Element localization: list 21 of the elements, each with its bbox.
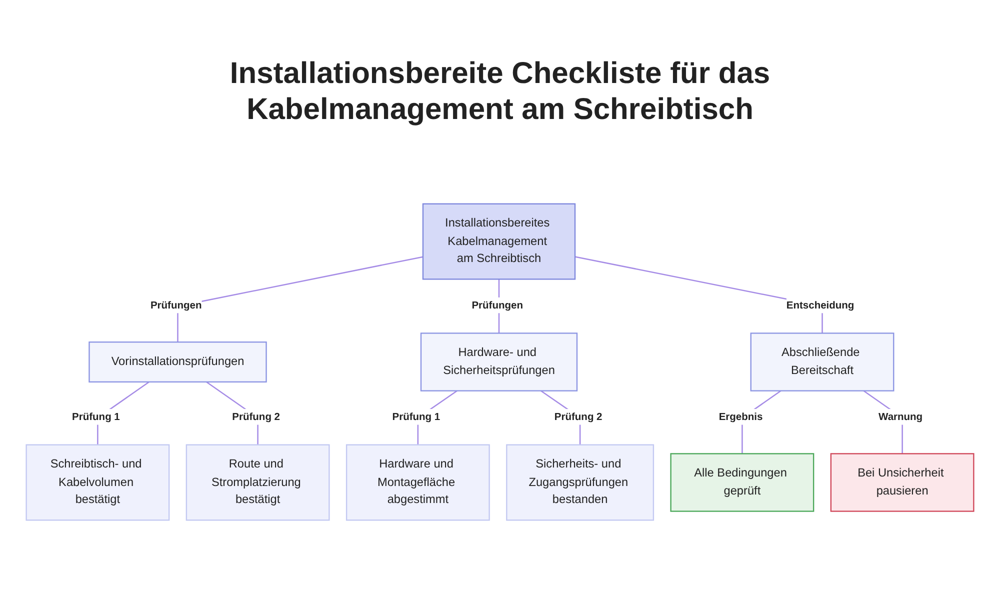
node-box: Sicherheits- und Zugangsprüfungen bestanden [506, 444, 654, 521]
connector [177, 256, 424, 342]
edge-label: Ergebnis [718, 410, 763, 422]
node-box: Abschließende Bereitschaft [750, 332, 894, 392]
node-box: Installationsbereites Kabelmanagement am Schreibtisch [422, 203, 576, 280]
node-box: Route und Stromplatzierung bestätigt [186, 444, 330, 521]
edge-label: Prüfung 2 [232, 410, 280, 422]
node-box: Vorinstallationsprüfungen [88, 342, 267, 382]
edge-label: Prüfung 1 [72, 410, 120, 422]
edge-label: Prüfung 1 [392, 410, 440, 422]
edge-label: Warnung [878, 410, 923, 422]
node-box: Schreibtisch- und Kabelvolumen bestätigt [26, 444, 170, 521]
node-box: Alle Bedingungen geprüft [670, 453, 814, 512]
node-box: Hardware- und Sicherheitsprüfungen [420, 332, 578, 392]
edge-label: Prüfungen [472, 298, 523, 311]
edge-label: Entscheidung [786, 298, 854, 311]
edge-label: Prüfung 2 [554, 410, 602, 422]
node-box: Bei Unsicherheit pausieren [830, 453, 974, 512]
edge-label: Prüfungen [150, 298, 202, 311]
node-box: Hardware und Montagefläche abgestimmt [346, 444, 490, 521]
diagram-title: Installationsbereite Checkliste für das Kabelmanagement am Schreibtisch [228, 56, 772, 128]
